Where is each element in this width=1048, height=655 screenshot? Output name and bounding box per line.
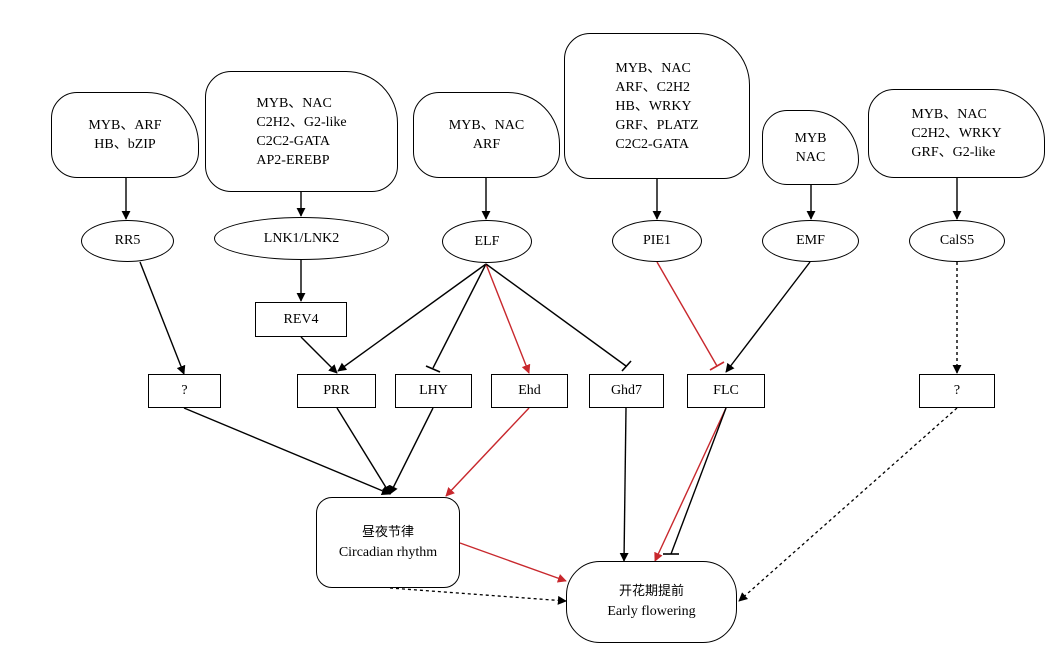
node-unknown-2: ? xyxy=(919,374,995,408)
tf-box-2-line-2: C2H2、G2-like xyxy=(256,114,347,130)
edge-circadian-flowering-dotted xyxy=(389,587,567,605)
edge-circadian-flowering-red xyxy=(459,542,567,583)
tf-box-3: MYB、NAC ARF xyxy=(413,92,560,178)
edge-elf-lhy xyxy=(432,263,487,369)
tf-box-4-line-4: GRF、PLATZ xyxy=(615,117,699,133)
edge-emf-flc xyxy=(725,261,811,373)
node-early-flowering: 开花期提前 Early flowering xyxy=(566,561,737,643)
edge-rev4-prr xyxy=(300,336,338,374)
edge-q2-flowering xyxy=(738,407,958,602)
node-rr5: RR5 xyxy=(81,220,174,262)
node-cals5: CalS5 xyxy=(909,220,1005,262)
tf-box-2: MYB、NAC C2H2、G2-like C2C2-GATA AP2-EREBP xyxy=(205,71,398,192)
node-flc: FLC xyxy=(687,374,765,408)
tf-box-6: MYB、NAC C2H2、WRKY GRF、G2-like xyxy=(868,89,1045,178)
tf-box-4-line-1: MYB、NAC xyxy=(615,60,691,76)
edge-prr-circadian xyxy=(336,407,391,495)
edge-elf-lhy-bar xyxy=(425,365,441,373)
circadian-label-cn: 昼夜节律 xyxy=(361,524,414,540)
node-prr: PRR xyxy=(297,374,376,408)
edge-q1-circadian xyxy=(183,407,391,496)
edge-pie1-flc xyxy=(656,261,718,367)
tf-box-4: MYB、NAC ARF、C2H2 HB、WRKY GRF、PLATZ C2C2-… xyxy=(564,33,750,179)
node-lhy: LHY xyxy=(395,374,472,408)
tf-box-2-line-1: MYB、NAC xyxy=(256,95,332,111)
edge-flc-flowering-inhibit xyxy=(670,407,727,555)
node-circadian-rhythm: 昼夜节律 Circadian rhythm xyxy=(316,497,460,588)
tf-box-4-line-2: ARF、C2H2 xyxy=(615,79,691,95)
edge-flc-flowering-red xyxy=(654,407,727,562)
edge-lhy-circadian xyxy=(389,407,434,495)
tf-box-4-line-3: HB、WRKY xyxy=(615,98,692,114)
node-elf: ELF xyxy=(442,220,532,263)
tf-box-6-line-2: C2H2、WRKY xyxy=(911,126,1002,141)
tf-box-3-line-1: MYB、NAC xyxy=(448,118,525,133)
edge-elf-ehd xyxy=(485,263,531,374)
tf-box-2-line-3: C2C2-GATA xyxy=(256,133,330,149)
node-pie1: PIE1 xyxy=(612,220,702,262)
tf-box-3-line-2: ARF xyxy=(472,137,501,152)
node-lnk1-lnk2: LNK1/LNK2 xyxy=(214,217,389,260)
tf-box-5-line-2: NAC xyxy=(795,149,826,165)
edge-elf-ghd7-bar xyxy=(621,360,632,372)
edge-rr5-q1 xyxy=(139,261,186,375)
tf-box-6-line-1: MYB、NAC xyxy=(911,107,987,122)
node-ehd: Ehd xyxy=(491,374,568,408)
tf-box-2-line-4: AP2-EREBP xyxy=(256,152,330,168)
tf-box-5-line-1: MYB xyxy=(794,130,827,146)
tf-box-1-line-2: HB、bZIP xyxy=(94,137,156,152)
tf-box-1-line-1: MYB、ARF xyxy=(88,118,162,133)
edge-pie1-flc-bar xyxy=(709,361,725,371)
circadian-label-en: Circadian rhythm xyxy=(338,544,438,560)
tf-box-1: MYB、ARF HB、bZIP xyxy=(51,92,199,178)
edge-elf-prr xyxy=(337,263,487,372)
node-emf: EMF xyxy=(762,220,859,262)
edge-elf-ghd7 xyxy=(485,263,627,367)
node-ghd7: Ghd7 xyxy=(589,374,664,408)
flowering-label-cn: 开花期提前 xyxy=(618,584,684,599)
tf-box-4-line-5: C2C2-GATA xyxy=(615,136,689,152)
tf-box-5: MYB NAC xyxy=(762,110,859,185)
tf-box-6-line-3: GRF、G2-like xyxy=(911,145,996,160)
edge-ghd7-flowering xyxy=(619,407,629,562)
node-unknown-1: ? xyxy=(148,374,221,408)
node-rev4: REV4 xyxy=(255,302,347,337)
flowering-label-en: Early flowering xyxy=(607,604,696,619)
edge-ehd-circadian xyxy=(445,407,530,497)
